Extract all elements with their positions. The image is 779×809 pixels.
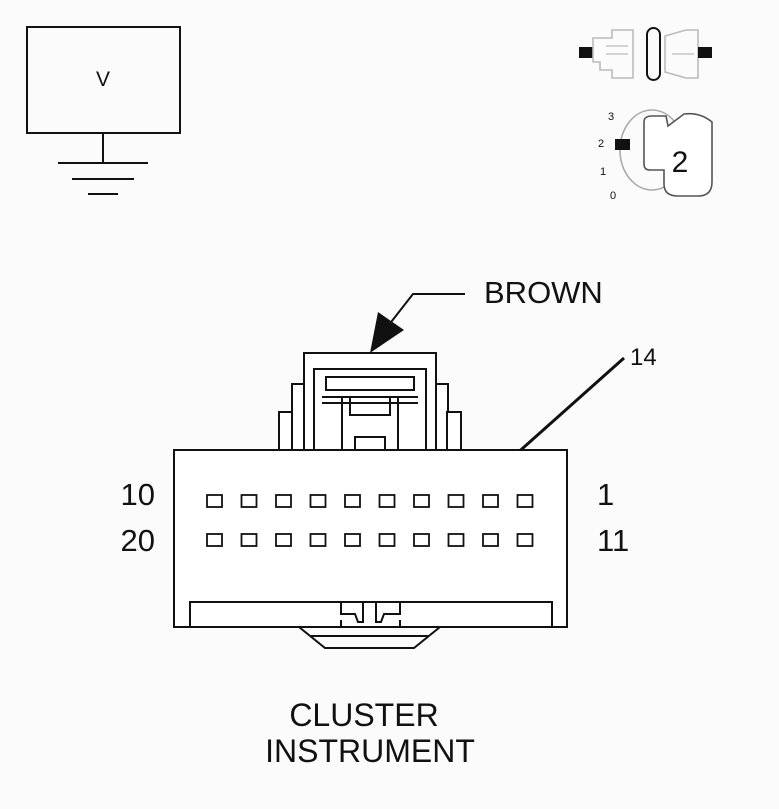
pin-cavity bbox=[413, 533, 430, 547]
key-body bbox=[643, 112, 713, 197]
pin-cavity bbox=[413, 494, 430, 508]
voltmeter-label: V bbox=[96, 68, 110, 91]
pin-cavity bbox=[482, 533, 499, 547]
pin-cavity bbox=[516, 494, 534, 508]
key-position-2: 2 bbox=[598, 138, 604, 150]
pin-callout-label: 14 bbox=[630, 344, 657, 371]
row-label-top-right: 1 bbox=[597, 477, 614, 512]
connector-latch bbox=[278, 352, 462, 451]
pin-cavity bbox=[516, 533, 534, 547]
pin-cavity bbox=[447, 494, 465, 508]
pin-cavity bbox=[240, 533, 258, 547]
pin-cavity bbox=[344, 533, 361, 547]
connector-disconnected-icon bbox=[579, 27, 712, 81]
key-position-0: 0 bbox=[610, 190, 616, 202]
row-label-bottom-right: 11 bbox=[597, 523, 629, 558]
pin-cavity bbox=[240, 494, 258, 508]
pin-cavity bbox=[482, 494, 499, 508]
key-position-marker bbox=[615, 139, 630, 150]
connector-body bbox=[173, 449, 568, 649]
pin-cavities bbox=[206, 494, 534, 547]
key-selected-position: 2 bbox=[672, 146, 689, 179]
connector-color-label: BROWN bbox=[484, 275, 603, 310]
color-leader-line bbox=[387, 293, 465, 327]
component-name-line2: INSTRUMENT bbox=[265, 733, 475, 769]
component-name-line1: CLUSTER bbox=[289, 697, 438, 733]
pin-cavity bbox=[344, 494, 361, 508]
pin-cavity bbox=[378, 494, 396, 508]
key-position-3: 3 bbox=[608, 111, 614, 123]
pin-cavity bbox=[275, 494, 292, 508]
pin-cavity bbox=[378, 533, 396, 547]
pin-cavity bbox=[309, 533, 327, 547]
row-label-top-left: 10 bbox=[121, 477, 155, 512]
pin-cavity bbox=[206, 533, 223, 547]
row-label-bottom-left: 20 bbox=[121, 523, 155, 558]
ignition-key-icon: 3 2 1 0 2 bbox=[598, 109, 713, 202]
pin-cavity bbox=[275, 533, 292, 547]
pin-cavity bbox=[309, 494, 327, 508]
ground-icon bbox=[58, 162, 148, 195]
voltmeter-symbol: V bbox=[26, 26, 181, 195]
pin-cavity bbox=[206, 494, 223, 508]
key-position-1: 1 bbox=[600, 166, 606, 178]
pin-cavity bbox=[447, 533, 465, 547]
color-leader-arrow bbox=[370, 312, 404, 353]
